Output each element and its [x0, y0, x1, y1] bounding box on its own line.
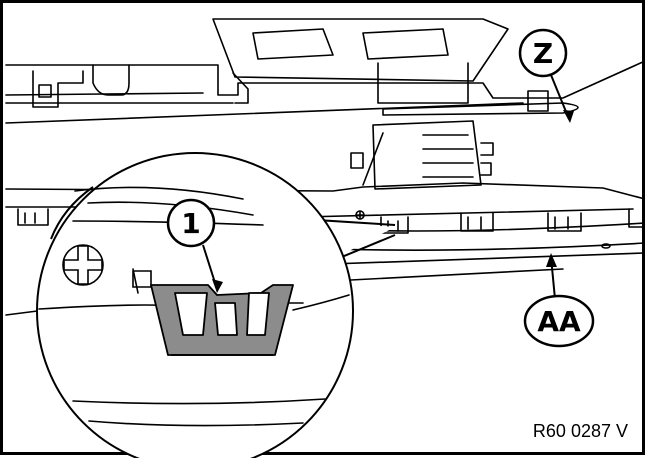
edge-clip — [547, 212, 582, 232]
callout-label-aa: AA — [537, 305, 581, 338]
callout-label-z: Z — [533, 37, 553, 70]
locating-cross-icon — [62, 244, 104, 286]
edge-clip — [460, 212, 494, 232]
callout-circle-1 — [166, 198, 216, 248]
center-bracket — [372, 120, 482, 190]
callout-circle-z — [518, 28, 568, 78]
edge-clip — [628, 208, 645, 228]
highlighted-retaining-clip — [150, 284, 294, 356]
callout-label-1: 1 — [181, 207, 200, 240]
callout-circle-aa — [523, 294, 595, 348]
reference-code: R60 0287 V — [532, 421, 628, 441]
edge-clip — [17, 208, 49, 226]
upper-trim-panel — [5, 60, 645, 99]
top-housing — [212, 18, 509, 82]
bumper-clip-diagram: 1 Z AA — [5, 18, 645, 458]
